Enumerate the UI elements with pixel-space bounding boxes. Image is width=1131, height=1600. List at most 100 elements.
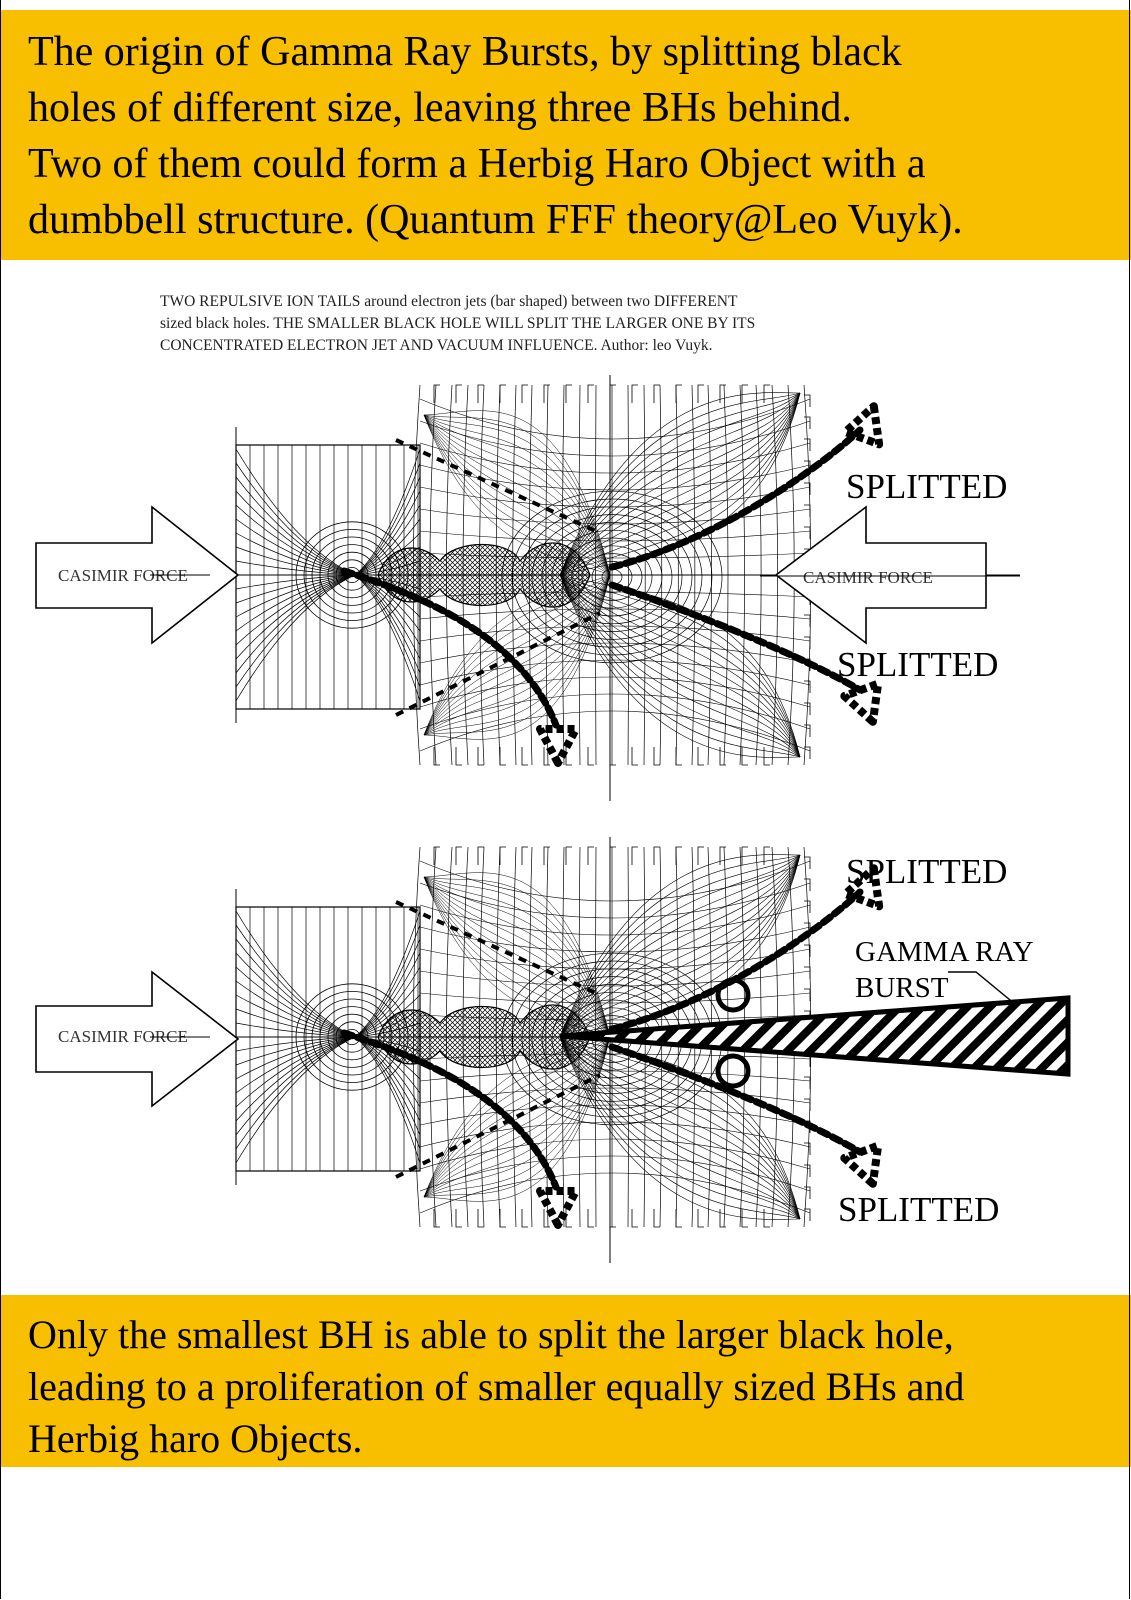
field-line	[559, 1036, 801, 1220]
field-line	[559, 574, 801, 758]
bracket-mark	[741, 747, 748, 766]
field-line	[559, 574, 801, 758]
grid-line	[419, 420, 811, 457]
bracket-mark	[804, 944, 811, 957]
bottom-splitted-lower-label: SPLITTED	[838, 1190, 999, 1229]
field-line	[423, 872, 611, 1038]
bracket-mark	[804, 988, 811, 1001]
field-line	[423, 876, 611, 1038]
field-line	[423, 414, 611, 576]
field-line	[559, 574, 801, 758]
bracket-mark	[521, 846, 528, 865]
field-line	[235, 952, 356, 1038]
field-line	[423, 574, 611, 736]
bracket-mark	[804, 394, 811, 407]
bracket-mark	[804, 856, 811, 869]
bracket-mark	[587, 384, 594, 403]
bracket-mark	[675, 846, 682, 865]
field-line	[354, 1036, 421, 1150]
field-line	[559, 1036, 801, 1220]
field-line	[423, 414, 611, 576]
field-line	[559, 854, 801, 1038]
bracket-mark	[804, 746, 811, 759]
grid-line	[419, 659, 811, 686]
field-line	[559, 1036, 801, 1220]
field-line	[423, 1036, 611, 1198]
field-line	[423, 1036, 611, 1198]
field-line	[354, 980, 421, 1038]
field-line	[354, 574, 421, 688]
bracket-mark	[653, 747, 660, 766]
bracket-mark	[609, 747, 616, 766]
bracket-mark	[719, 1209, 726, 1228]
field-line	[559, 854, 801, 1038]
field-line	[423, 876, 611, 1038]
field-line	[354, 518, 421, 576]
field-line	[559, 392, 801, 576]
title-line-2: holes of different size, leaving three B…	[28, 85, 852, 131]
top-left-casimir-arrow: CASIMIR FORCE	[35, 505, 240, 645]
field-line	[559, 854, 801, 1038]
field-line	[235, 574, 356, 646]
field-line	[559, 574, 801, 758]
field-line	[423, 876, 611, 1038]
field-line	[354, 490, 421, 576]
grid-line	[419, 464, 811, 491]
field-line	[235, 910, 356, 1038]
bracket-mark	[741, 384, 748, 403]
field-line	[423, 574, 611, 736]
field-line	[235, 560, 356, 576]
grid-line	[419, 1070, 811, 1082]
field-line	[423, 414, 611, 576]
bracket-mark	[804, 966, 811, 979]
field-line	[354, 938, 421, 1038]
field-line	[235, 1036, 356, 1080]
top-splitting-diagram: CASIMIR FORCE CASIMIR FORCE SPLITTED SPL…	[35, 375, 1020, 801]
field-line	[423, 1036, 611, 1198]
bracket-mark	[763, 384, 770, 403]
bracket-mark	[675, 1209, 682, 1228]
grid-line	[419, 693, 811, 730]
field-line	[235, 574, 356, 660]
field-line	[423, 574, 611, 736]
arrowhead-upper-fragment	[841, 864, 884, 911]
field-line	[423, 1036, 611, 1198]
bracket-mark	[697, 1209, 704, 1228]
field-line	[423, 1036, 611, 1198]
gamma-ray-burst-beam	[559, 971, 1071, 1077]
grid-line	[419, 442, 811, 474]
trajectory-small-bh	[340, 1029, 560, 1191]
field-line	[559, 392, 801, 576]
bracket-mark	[631, 1209, 638, 1228]
bracket-mark	[804, 416, 811, 429]
field-line	[423, 410, 611, 576]
field-line	[423, 414, 611, 576]
bracket-mark	[763, 846, 770, 865]
field-line	[423, 574, 611, 736]
bracket-mark	[565, 747, 572, 766]
bracket-mark	[587, 1209, 594, 1228]
bracket-mark	[763, 1209, 770, 1228]
grid-line	[419, 1138, 811, 1170]
bracket-mark	[804, 482, 811, 495]
field-line	[354, 952, 421, 1038]
bracket-mark	[741, 1209, 748, 1228]
field-line	[354, 462, 421, 576]
arrowhead-lower-fragment	[840, 1141, 883, 1188]
trajectory-lower-fragment	[608, 581, 864, 694]
field-line	[423, 414, 611, 576]
bracket-mark	[719, 747, 726, 766]
bracket-mark	[804, 702, 811, 715]
bracket-mark	[653, 846, 660, 865]
bracket-mark	[455, 1209, 462, 1228]
bracket-mark	[804, 1098, 811, 1111]
bottom-casimir-left-label: CASIMIR FORCE	[58, 1027, 188, 1046]
top-right-casimir-arrow: CASIMIR FORCE	[760, 505, 1020, 645]
bracket-mark	[804, 526, 811, 539]
field-line	[559, 574, 801, 758]
field-line	[559, 574, 801, 758]
field-line	[423, 414, 611, 576]
bracket-mark	[675, 384, 682, 403]
field-line	[559, 1036, 801, 1220]
